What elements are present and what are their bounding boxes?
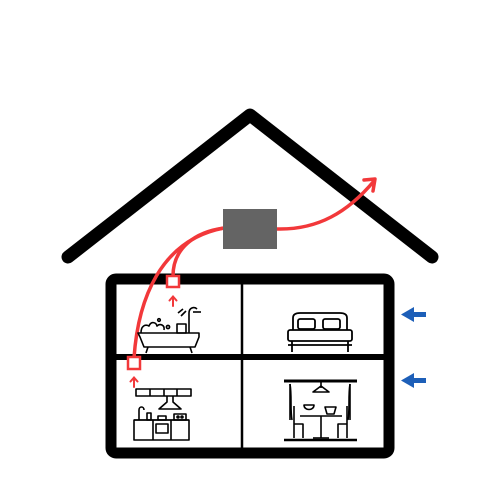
ventilation-fan-unit	[223, 209, 277, 249]
exhaust-duct	[275, 179, 376, 231]
kitchen-icon	[133, 388, 192, 441]
roof-outline	[61, 108, 439, 264]
fresh-air-arrow-lower	[401, 373, 426, 388]
bathroom-up-arrow	[168, 294, 178, 307]
bathroom-duct	[171, 226, 226, 278]
bathtub-icon	[137, 306, 201, 354]
kitchen-extract-vent	[126, 355, 142, 371]
exhaust-arrow-head	[362, 177, 377, 193]
kitchen-duct	[132, 226, 226, 360]
bed-icon	[287, 312, 353, 352]
house-walls	[105, 273, 395, 459]
dining-table-icon	[284, 379, 357, 442]
fresh-air-arrow-upper	[401, 307, 426, 322]
kitchen-up-arrow	[129, 375, 139, 388]
bathroom-extract-vent	[165, 274, 181, 289]
duct-network	[132, 177, 377, 360]
